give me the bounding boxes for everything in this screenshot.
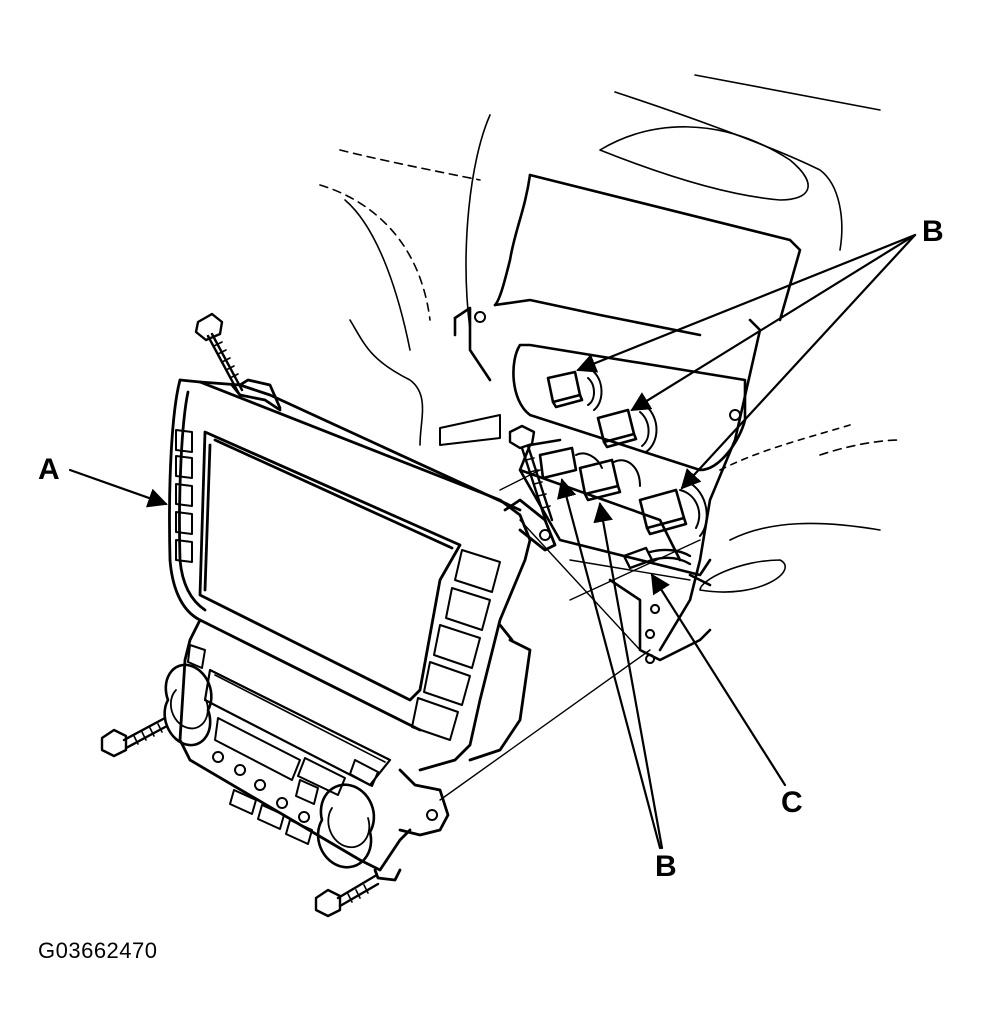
leader-b-lower-1 [557, 478, 662, 850]
connector-c-antenna [622, 546, 692, 570]
leader-b-upper-1 [576, 233, 917, 373]
callout-label-c: C [781, 786, 803, 819]
connector-b-lower-2 [578, 458, 641, 502]
leader-a [68, 468, 168, 508]
leader-b-upper-2 [630, 233, 917, 412]
connector-b-lower-3 [638, 481, 708, 537]
callout-label-b-upper: B [922, 215, 944, 248]
callout-leaders [68, 233, 917, 850]
screw-top [194, 312, 244, 394]
leader-b-lower-2 [593, 502, 664, 850]
connector-b-upper-1 [546, 370, 603, 411]
connector-b-lower-1 [538, 446, 603, 480]
head-unit-a [163, 378, 557, 882]
callout-label-a: A [38, 453, 60, 486]
screw-bottom [314, 874, 380, 918]
screw-left [100, 716, 169, 758]
callout-label-b-lower: B [655, 850, 677, 883]
connector-panel [512, 318, 762, 664]
figure-code: G03662470 [38, 938, 158, 963]
leader-c [650, 573, 787, 787]
leader-b-upper-3 [680, 233, 917, 490]
dashboard-background [319, 74, 901, 593]
screw-middle [508, 424, 554, 524]
